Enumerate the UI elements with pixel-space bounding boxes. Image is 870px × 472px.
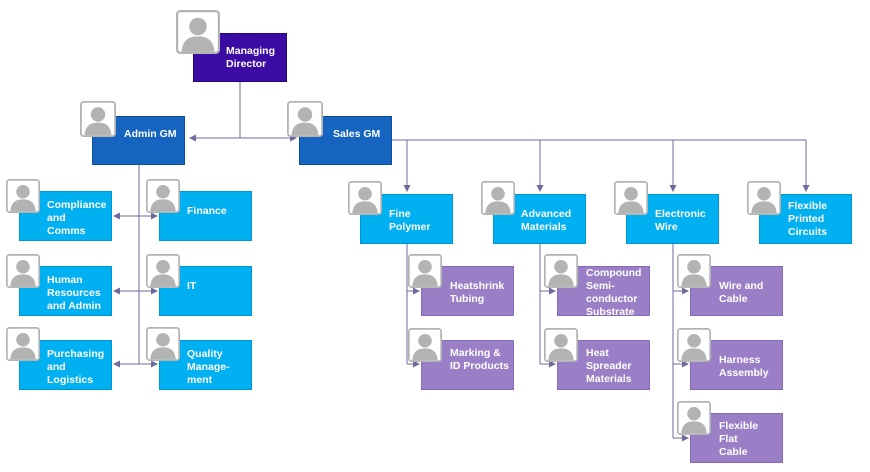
division-label: Flexible Printed Circuits [788,200,828,238]
product-label: Heatshrink Tubing [450,280,505,305]
person-avatar-icon [6,179,40,213]
person-avatar-icon [677,401,711,435]
admin-gm-label: Admin GM [124,128,177,140]
managing-director-box: Managing Director [193,33,287,82]
dept-purchasing-box: Purchasing and Logistics [19,340,112,390]
dept-label: Human Resources and Admin [47,274,101,312]
managing-director-label: Managing Director [226,45,275,70]
product-wire-cable-box: Wire and Cable [690,266,783,316]
person-avatar-icon [677,328,711,362]
person-avatar-icon [408,328,442,362]
dept-quality-box: Quality Manage- ment [159,340,252,390]
person-avatar-icon [6,327,40,361]
person-avatar-icon [146,254,180,288]
person-avatar-icon [287,101,323,137]
person-avatar-icon [481,181,515,215]
division-flexible-printed-circuits-box: Flexible Printed Circuits [759,194,852,244]
product-label: Compound Semi- conductor Substrate [586,267,642,318]
person-avatar-icon [544,254,578,288]
division-label: Electronic Wire [655,208,706,233]
division-label: Fine Polymer [389,208,431,233]
dept-label: Purchasing and Logistics [47,348,105,386]
sales-gm-label: Sales GM [333,128,381,140]
dept-label: Compliance and Comms [47,199,107,237]
product-label: Harness Assembly [719,354,769,379]
dept-label: Quality Manage- ment [187,348,230,386]
person-avatar-icon [408,254,442,288]
person-avatar-icon [80,101,116,137]
division-label: Advanced Materials [521,208,572,233]
product-label: Heat Spreader Materials [586,347,632,385]
person-avatar-icon [146,327,180,361]
product-heatshrink-box: Heatshrink Tubing [421,266,514,316]
person-avatar-icon [747,181,781,215]
person-avatar-icon [614,181,648,215]
product-label: Flexible Flat Cable [719,420,759,458]
dept-label: Finance [187,205,227,217]
product-label: Wire and Cable [719,280,764,305]
division-advanced-materials-box: Advanced Materials [493,194,586,244]
dept-label: IT [187,280,197,292]
person-avatar-icon [348,181,382,215]
person-avatar-icon [176,10,220,54]
person-avatar-icon [146,179,180,213]
product-label: Marking & ID Products [450,347,509,372]
person-avatar-icon [6,254,40,288]
person-avatar-icon [544,328,578,362]
person-avatar-icon [677,254,711,288]
